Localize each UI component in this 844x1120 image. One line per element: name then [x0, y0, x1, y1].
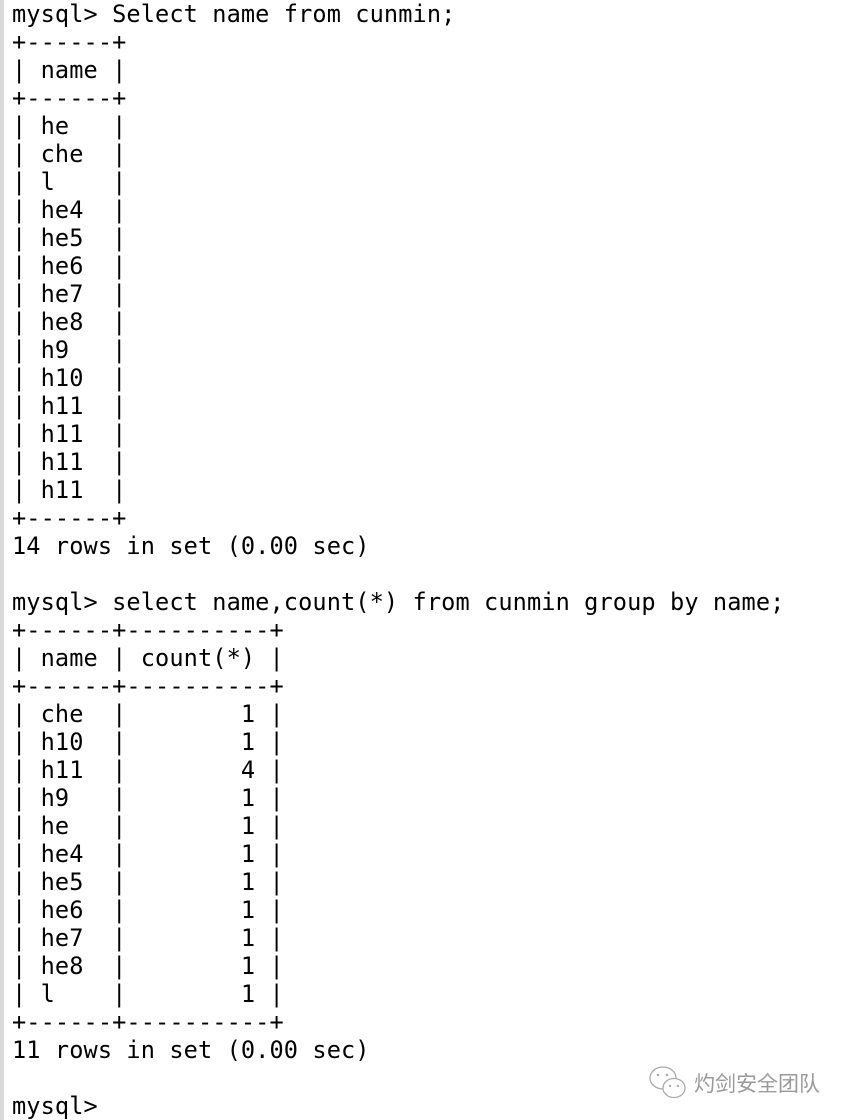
table-row: | h11 |: [12, 448, 127, 476]
table-row: | he5 |: [12, 224, 127, 252]
table-row: | he6 |: [12, 252, 127, 280]
table-row: | he |: [12, 112, 127, 140]
table-row: | he4 |: [12, 196, 127, 224]
table-row: | he6 | 1 |: [12, 896, 284, 924]
watermark: 灼剑安全团队: [648, 1064, 820, 1102]
table-row: | l | 1 |: [12, 980, 284, 1008]
command-line: mysql> select name,count(*) from cunmin …: [12, 588, 785, 616]
table-row: | h11 |: [12, 392, 127, 420]
terminal-output[interactable]: mysql> Select name from cunmin;+------+|…: [12, 0, 784, 1120]
table-row: | he8 | 1 |: [12, 952, 284, 980]
blank-line: [12, 560, 784, 588]
table-row: | h10 |: [12, 364, 127, 392]
table-border: +------+: [12, 504, 127, 532]
wechat-icon: [649, 1066, 686, 1099]
table-row: | he | 1 |: [12, 812, 284, 840]
table-border: +------+: [12, 84, 127, 112]
table-row: | h10 | 1 |: [12, 728, 284, 756]
table-border: +------+: [12, 28, 127, 56]
command-line: mysql> Select name from cunmin;: [12, 0, 456, 28]
table-border: +------+----------+: [12, 672, 284, 700]
table-row: | che |: [12, 140, 127, 168]
table-row: | he8 |: [12, 308, 127, 336]
table-border: +------+----------+: [12, 616, 284, 644]
table-row: | he7 |: [12, 280, 127, 308]
table-row: | he4 | 1 |: [12, 840, 284, 868]
table-row: | h9 | 1 |: [12, 784, 284, 812]
result-status: 11 rows in set (0.00 sec): [12, 1036, 370, 1064]
table-row: | h11 | 4 |: [12, 756, 284, 784]
table-row: | h11 |: [12, 476, 127, 504]
prompt-line: mysql>: [12, 1092, 98, 1120]
watermark-text: 灼剑安全团队: [694, 1072, 820, 1096]
table-border: +------+----------+: [12, 1008, 284, 1036]
table-row: | che | 1 |: [12, 700, 284, 728]
window-edge: [0, 0, 4, 1120]
table-row: | h11 |: [12, 420, 127, 448]
table-row: | he7 | 1 |: [12, 924, 284, 952]
table-header: | name | count(*) |: [12, 644, 284, 672]
table-row: | he5 | 1 |: [12, 868, 284, 896]
table-header: | name |: [12, 56, 127, 84]
table-row: | h9 |: [12, 336, 127, 364]
result-status: 14 rows in set (0.00 sec): [12, 532, 370, 560]
table-row: | l |: [12, 168, 127, 196]
